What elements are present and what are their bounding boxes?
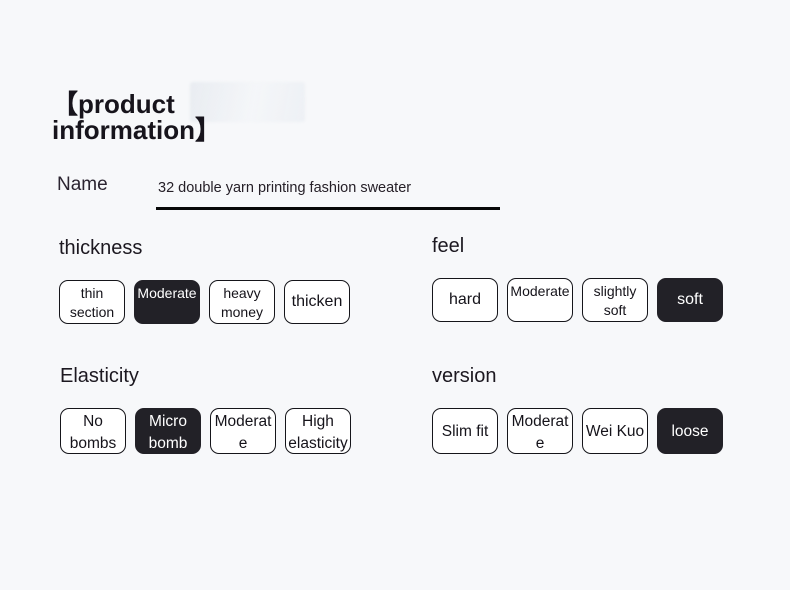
page-title: 【product information】 — [52, 89, 221, 146]
section-title-elasticity: Elasticity — [60, 365, 139, 387]
chip-label: slightly soft — [593, 283, 637, 318]
section-feel: feel hard Moderate slightly soft soft — [432, 234, 723, 324]
chip-row-thickness: thin section Moderate heavy money thicken — [59, 280, 350, 326]
chip-row-feel: hard Moderate slightly soft soft — [432, 278, 723, 324]
chip-feel-moderate[interactable]: Moderate — [507, 278, 573, 322]
chip-label: hard — [448, 291, 482, 308]
chip-row-elasticity: No bombs Micro bomb Moderate High elasticit… — [60, 408, 351, 454]
chip-label: Micro bomb — [148, 413, 188, 452]
name-label: Name — [57, 174, 108, 195]
chip-feel-soft[interactable]: soft — [657, 278, 723, 322]
chip-elasticity-micro-bomb[interactable]: Micro bomb — [135, 408, 201, 454]
chip-version-loose[interactable]: loose — [657, 408, 723, 454]
chip-thickness-moderate[interactable]: Moderate — [134, 280, 200, 324]
chip-elasticity-moderate[interactable]: Moderate — [210, 408, 276, 454]
chip-label: soft — [677, 291, 703, 308]
chip-label: thicken — [291, 293, 343, 310]
section-title-thickness: thickness — [59, 237, 143, 259]
section-title-feel: feel — [432, 235, 465, 257]
chip-elasticity-no-bombs[interactable]: No bombs — [60, 408, 126, 454]
chip-label: High elasticity — [288, 413, 348, 452]
section-title-version: version — [432, 365, 497, 387]
chip-thickness-heavy-money[interactable]: heavy money — [209, 280, 275, 324]
chip-label: Moderate — [511, 413, 569, 452]
chip-label: Moderate — [214, 413, 272, 452]
chip-label: Slim fit — [441, 423, 489, 440]
section-elasticity: Elasticity No bombs Micro bomb Moderate Hig… — [60, 364, 351, 454]
chip-version-moderate[interactable]: Moderate — [507, 408, 573, 454]
chip-row-version: Slim fit Moderate Wei Kuo loose — [432, 408, 723, 454]
name-input-underline — [156, 172, 502, 210]
section-thickness: thickness thin section Moderate heavy mone… — [59, 236, 350, 326]
chip-label: thin section — [69, 285, 115, 320]
chip-thickness-thin-section[interactable]: thin section — [59, 280, 125, 324]
chip-label: No bombs — [69, 413, 117, 452]
name-field-row: Name — [57, 172, 517, 212]
chip-label: Moderate — [137, 285, 197, 301]
chip-thickness-thicken[interactable]: thicken — [284, 280, 350, 324]
chip-feel-slightly-soft[interactable]: slightly soft — [582, 278, 648, 322]
section-version: version Slim fit Moderate Wei Kuo loose — [432, 364, 723, 454]
chip-label: Wei Kuo — [585, 423, 645, 440]
chip-label: loose — [671, 423, 709, 440]
chip-feel-hard[interactable]: hard — [432, 278, 498, 322]
chip-label: heavy money — [220, 285, 264, 320]
chip-elasticity-high-elasticity[interactable]: High elasticity — [285, 408, 351, 454]
chip-label: Moderate — [510, 283, 570, 299]
name-input[interactable] — [156, 172, 502, 198]
chip-version-wei-kuo[interactable]: Wei Kuo — [582, 408, 648, 454]
chip-version-slim-fit[interactable]: Slim fit — [432, 408, 498, 454]
